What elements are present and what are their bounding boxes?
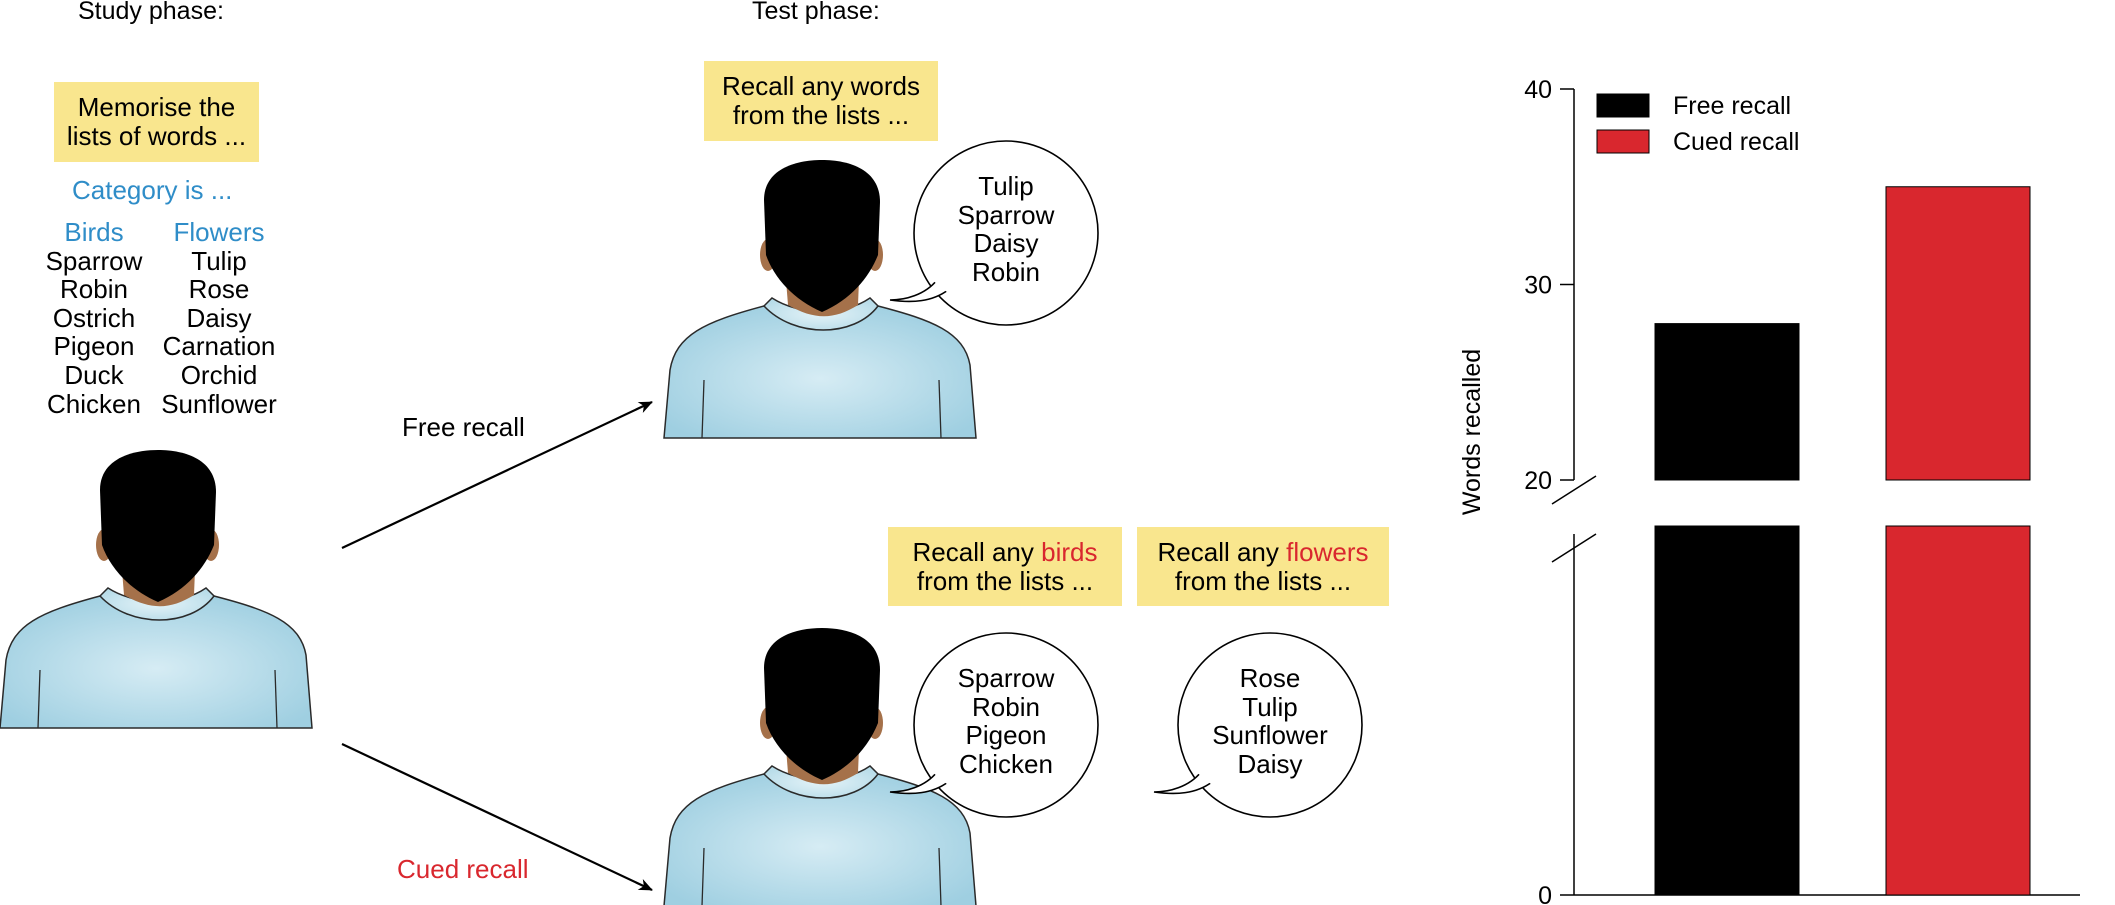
study-instruction-line-1: Memorise the [77, 92, 236, 122]
legend-swatch [1596, 129, 1650, 154]
study-instruction-note: Memorise the lists of words ... [54, 82, 259, 162]
legend-label: Cued recall [1673, 128, 1799, 156]
list-item: Carnation [162, 331, 276, 362]
list-item: Sparrow [957, 199, 1055, 230]
study-instruction-line-2: lists of words ... [66, 121, 247, 151]
free-recall-instruction-note: Recall any words from the lists ... [704, 61, 938, 141]
category-label: Category is ... [72, 175, 233, 205]
list-item: Daisy [1237, 748, 1303, 779]
y-tick-label: 40 [1524, 76, 1552, 104]
free-recall-arrow [341, 401, 653, 549]
list-item: Daisy [186, 302, 252, 333]
free-recall-arrow-label: Free recall [402, 412, 525, 442]
cued-flowers-instruction-note: Recall any flowers from the lists ... [1137, 527, 1389, 606]
list-item: Daisy [973, 228, 1039, 259]
y-tick-label: 20 [1524, 467, 1552, 495]
axis-break-mark [1551, 533, 1597, 563]
bar-cued-recall-lower [1885, 525, 2031, 896]
cued-birds-speech-bubble [889, 632, 1099, 818]
birds-heading: Birds [64, 217, 124, 247]
cued-birds-prefix: Recall any [912, 536, 1042, 567]
list-item: Rose [1239, 663, 1301, 693]
list-item: Robin [60, 274, 128, 305]
study-phase-title: Study phase: [78, 0, 224, 25]
list-item: Tulip [1242, 691, 1298, 722]
list-item: Chicken [959, 748, 1053, 779]
list-item: Sunflower [161, 388, 277, 419]
bar-free-recall-upper [1654, 323, 1800, 481]
cued-birds-instruction-note: Recall any birds from the lists ... [888, 527, 1122, 606]
axis-break-mark [1551, 475, 1597, 505]
flowers-column: Flowers Tulip Rose Daisy Carnation Orchi… [152, 218, 286, 418]
list-item: Pigeon [53, 331, 135, 362]
list-item: Rose [188, 274, 250, 305]
flowers-heading: Flowers [173, 217, 265, 247]
list-item: Chicken [47, 388, 141, 419]
cued-birds-category: birds [1041, 536, 1098, 567]
legend-label: Free recall [1673, 92, 1791, 120]
cued-flowers-prefix: Recall any [1157, 536, 1287, 567]
test-phase-title: Test phase: [752, 0, 880, 25]
list-item: Ostrich [52, 302, 136, 333]
cued-flowers-bubble-words: Rose Tulip Sunflower Daisy [1184, 664, 1356, 778]
bar-cued-recall-upper [1885, 186, 2031, 481]
cued-flowers-category: flowers [1286, 536, 1369, 567]
y-axis-label: Words recalled [1458, 349, 1486, 515]
list-item: Sunflower [1212, 720, 1328, 751]
legend-swatch [1596, 93, 1650, 118]
list-item: Pigeon [965, 720, 1047, 751]
list-item: Duck [64, 359, 124, 390]
y-tick-label: 30 [1524, 272, 1552, 300]
list-item: Robin [972, 256, 1040, 287]
free-instruction-line-1: Recall any words [722, 71, 920, 101]
free-recall-bubble-words: Tulip Sparrow Daisy Robin [920, 172, 1092, 286]
cued-recall-arrow-label: Cued recall [397, 854, 529, 884]
list-item: Orchid [180, 359, 258, 390]
free-recall-speech-bubble [889, 140, 1099, 326]
birds-column: Birds Sparrow Robin Ostrich Pigeon Duck … [36, 218, 152, 418]
cued-flowers-line-2: from the lists ... [1174, 565, 1352, 596]
y-tick-label: 0 [1538, 882, 1552, 905]
list-item: Tulip [978, 171, 1034, 201]
bar-free-recall-lower [1654, 525, 1800, 896]
free-instruction-line-2: from the lists ... [732, 100, 910, 130]
list-item: Robin [972, 691, 1040, 722]
study-person-figure [0, 449, 313, 729]
cued-birds-bubble-words: Sparrow Robin Pigeon Chicken [920, 664, 1092, 778]
cued-recall-arrow [341, 743, 653, 891]
list-item: Sparrow [957, 663, 1055, 693]
list-item: Sparrow [45, 245, 143, 276]
cued-flowers-speech-bubble [1153, 632, 1363, 818]
list-item: Tulip [191, 245, 247, 276]
cued-birds-line-2: from the lists ... [916, 565, 1094, 596]
